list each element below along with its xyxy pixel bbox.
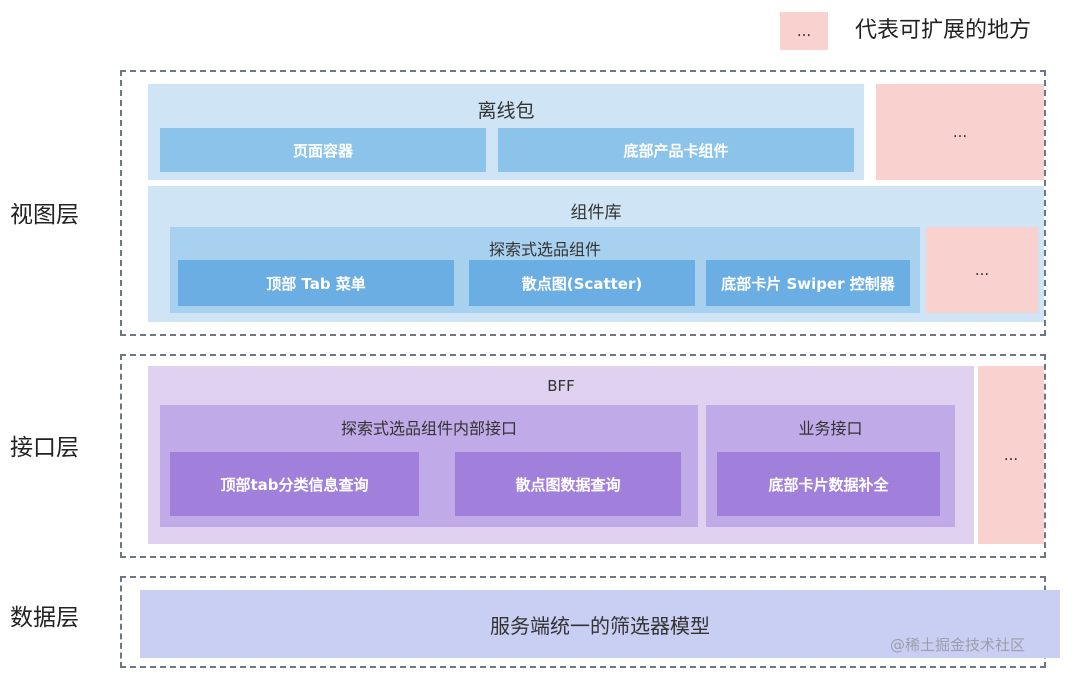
top-tab-menu-box: 顶部 Tab 菜单 [178, 260, 454, 306]
component-library-title: 组件库 [570, 203, 622, 223]
view-layer-container [120, 70, 1046, 336]
internal-api-title: 探索式选品组件内部接口 [340, 419, 517, 438]
component-library-extension: ... [926, 227, 1038, 313]
explore-component-title: 探索式选品组件 [488, 240, 601, 259]
api-layer-container [120, 354, 1046, 558]
legend-swatch: ... [780, 12, 828, 50]
unified-filter-model-box: 服务端统一的筛选器模型 [140, 590, 1060, 658]
bottom-card-swiper-box: 底部卡片 Swiper 控制器 [706, 260, 910, 306]
scatter-data-query-box: 散点图数据查询 [455, 452, 681, 516]
bottom-card-data-completion-box: 底部卡片数据补全 [717, 452, 940, 516]
offline-pack-title: 离线包 [477, 100, 535, 122]
watermark: @稀土掘金技术社区 [890, 636, 1026, 654]
offline-pack-extension: ... [876, 84, 1044, 180]
scatter-chart-box: 散点图(Scatter) [469, 260, 695, 306]
layer-label-data: 数据层 [10, 605, 79, 631]
layer-label-api: 接口层 [10, 435, 79, 461]
bottom-product-card-box: 底部产品卡组件 [498, 128, 854, 172]
api-layer-extension: ... [978, 366, 1044, 544]
layer-label-view: 视图层 [10, 202, 79, 228]
top-tab-category-query-box: 顶部tab分类信息查询 [170, 452, 419, 516]
bff-title: BFF [547, 377, 575, 395]
business-api-title: 业务接口 [798, 419, 863, 438]
page-container-box: 页面容器 [160, 128, 486, 172]
legend-text: 代表可扩展的地方 [855, 18, 1032, 43]
